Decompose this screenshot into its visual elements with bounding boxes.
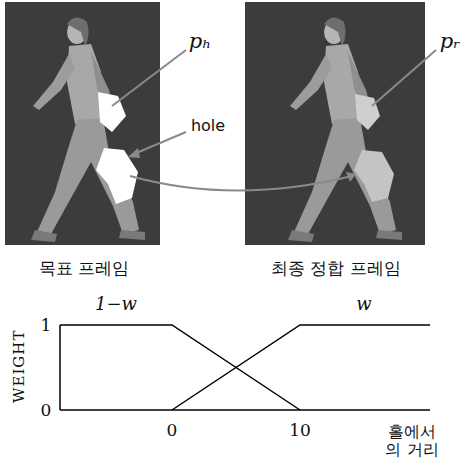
- leader-line: [134, 132, 186, 154]
- axis-tick: 10: [289, 421, 311, 440]
- axis: [60, 409, 430, 411]
- filled-region: [354, 150, 394, 202]
- registered-frame: [245, 2, 425, 245]
- arrow-head: [128, 148, 140, 158]
- axis-tick: 1: [41, 316, 52, 335]
- leader-line: [112, 50, 186, 106]
- axis-title: WEIGHT: [12, 329, 29, 402]
- callout-label: pₕ: [189, 30, 212, 53]
- axis-tick: 0: [167, 421, 178, 440]
- correspondence-curve: [130, 176, 352, 191]
- axis-title: 홀에서의 거리: [381, 423, 443, 458]
- curve-label: w: [356, 294, 371, 314]
- frame-caption: 목표 프레임: [39, 259, 129, 278]
- axis-tick: 0: [41, 401, 52, 420]
- axis: [59, 325, 61, 410]
- person-figure: [31, 17, 145, 242]
- callout-label: hole: [191, 117, 225, 135]
- filled-region: [355, 94, 380, 130]
- curve-label: 1−w: [95, 294, 137, 314]
- arrow-head: [346, 172, 356, 182]
- leader-line: [372, 50, 436, 106]
- target-frame: [5, 2, 160, 245]
- weight-curve: [60, 325, 300, 410]
- callout-label: pᵣ: [440, 30, 461, 53]
- weight-curve: [172, 325, 430, 410]
- frame-caption: 최종 정합 프레임: [271, 259, 401, 278]
- person-figure: [288, 17, 402, 242]
